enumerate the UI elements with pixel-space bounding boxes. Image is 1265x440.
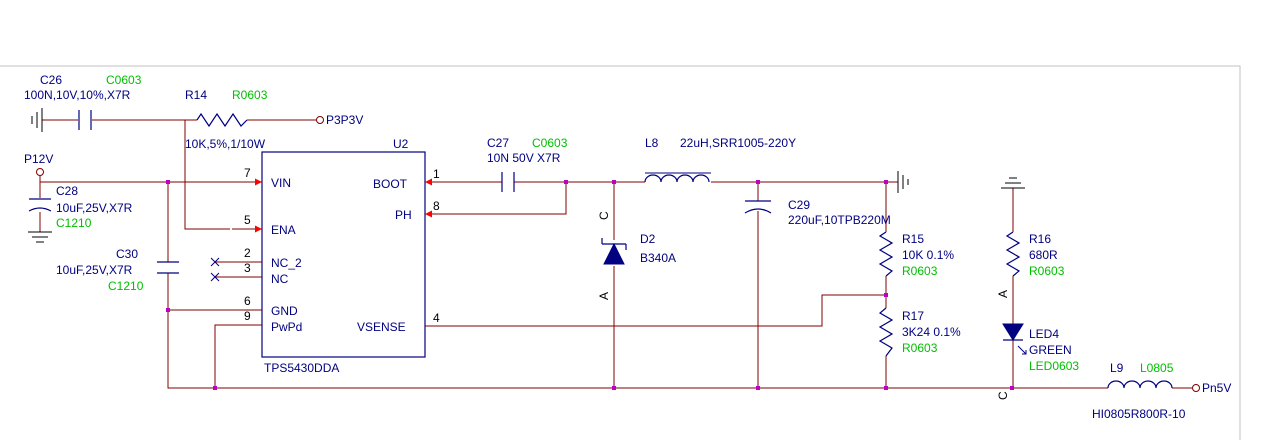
wires [39,119,1192,389]
u2-pin-vsense-name: VSENSE [357,320,406,334]
l9-ref: L9 [1110,361,1124,375]
capacitor-c27: C27 C0603 10N 50V X7R [487,136,568,192]
u2-pin-ena-name: ENA [271,223,296,237]
led4-footprint: LED0603 [1029,359,1079,373]
c26-ref: C26 [40,73,62,87]
u2-ref: U2 [393,137,409,151]
junctions [166,180,1014,390]
capacitor-c28: C28 10uF,25V,X7R C1210 [28,184,133,230]
inductor-l8: L8 22uH,SRR1005-220Y [644,136,796,183]
u2-pin-ena-num: 5 [244,213,251,227]
d2-pin-c: C [597,211,611,220]
r16-ref: R16 [1029,232,1051,246]
u2-pin-nc-name: NC [271,272,289,286]
c27-value: 10N 50V X7R [487,151,561,165]
d2-value: B340A [640,251,676,265]
u2-pin-vsense-num: 4 [433,311,440,325]
resistor-r14: R14 R0603 10K,5%,1/10W [185,88,268,151]
c27-footprint: C0603 [532,136,568,150]
u2-pin-gnd-name: GND [271,304,298,318]
led4-ref: LED4 [1029,327,1059,341]
r17-ref: R17 [902,309,924,323]
u2-pin-nc2-num: 2 [244,246,251,260]
c29-value: 220uF,10TPB220M [788,213,891,227]
port-pn5v: Pn5V [1192,381,1231,395]
u2-pin-ph-name: PH [395,208,412,222]
u2-pin-pwpd-name: PwPd [271,320,302,334]
resistor-r15: R15 10K 0.1% R0603 [878,231,954,278]
u2-pin-vin-num: 7 [244,166,251,180]
resistor-r16: R16 680R R0603 [1005,231,1065,278]
u2-pin-gnd-num: 6 [244,294,251,308]
port-p12v: P12V [24,152,53,176]
r15-ref: R15 [902,232,924,246]
led4-pin-c: C [996,391,1010,400]
led-led4: A C LED4 GREEN LED0603 [996,290,1079,400]
u2-pin-boot-name: BOOT [373,177,408,191]
r14-value: 10K,5%,1/10W [185,137,266,151]
port-p12v-label: P12V [24,152,53,166]
l9-footprint: L0805 [1140,361,1174,375]
r16-footprint: R0603 [1029,264,1065,278]
capacitor-c29: C29 220uF,10TPB220M [744,198,891,227]
c30-value: 10uF,25V,X7R [56,263,133,277]
r15-value: 10K 0.1% [902,248,954,262]
c27-ref: C27 [487,136,509,150]
u2-pin-vin-name: VIN [271,176,291,190]
u2-pin-nc2-name: NC_2 [271,256,302,270]
c30-ref: C30 [116,247,138,261]
u2-pin-pwpd-num: 9 [244,309,251,323]
ic-u2: U2 TPS5430DDA 7 VIN 5 ENA 2 NC_2 3 NC 6 … [210,137,460,375]
ground-icon [28,108,1025,243]
l8-ref: L8 [645,136,659,150]
r16-value: 680R [1029,248,1058,262]
u2-pin-boot-num: 1 [433,167,440,181]
c28-footprint: C1210 [56,216,92,230]
r14-ref: R14 [185,88,207,102]
r15-footprint: R0603 [902,264,938,278]
d2-pin-a: A [597,292,611,300]
port-pn5v-label: Pn5V [1202,381,1231,395]
led4-pin-a: A [996,290,1010,298]
inductor-l9: L9 L0805 HI0805R800R-10 [1092,361,1186,421]
d2-ref: D2 [640,232,656,246]
u2-pin-nc-num: 3 [244,261,251,275]
u2-part: TPS5430DDA [264,361,339,375]
r17-footprint: R0603 [902,341,938,355]
c30-footprint: C1210 [108,279,144,293]
c29-ref: C29 [788,198,810,212]
port-p3p3v-label: P3P3V [326,113,363,127]
r14-footprint: R0603 [232,88,268,102]
resistor-r17: R17 3K24 0.1% R0603 [878,307,961,357]
c28-ref: C28 [56,184,78,198]
u2-pin-ph-num: 8 [433,199,440,213]
diode-d2: C A D2 B340A [597,211,676,300]
r17-value: 3K24 0.1% [902,325,961,339]
c28-value: 10uF,25V,X7R [56,201,133,215]
l8-value: 22uH,SRR1005-220Y [680,136,796,150]
capacitor-c26: C26 C0603 100N,10V,10%,X7R [24,73,142,130]
led4-value: GREEN [1029,343,1072,357]
sheet-frame [0,65,1241,440]
c26-value: 100N,10V,10%,X7R [24,88,131,102]
port-p3p3v: P3P3V [316,113,363,127]
l9-value: HI0805R800R-10 [1092,407,1186,421]
capacitor-c30: C30 10uF,25V,X7R C1210 [56,247,179,293]
c26-footprint: C0603 [106,73,142,87]
